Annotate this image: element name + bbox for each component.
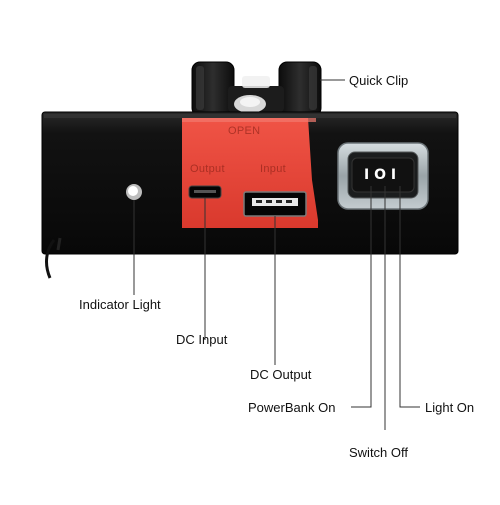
callout-switch-off: Switch Off [349, 445, 409, 460]
callout-dc-input: DC Input [176, 332, 228, 347]
power-cable [45, 239, 56, 279]
micro-usb-port-icon [188, 185, 222, 199]
callout-indicator-light: Indicator Light [79, 297, 161, 312]
tab-input-text: Input [260, 163, 286, 175]
callout-lines [133, 79, 420, 430]
rocker-switch-icon[interactable] [337, 142, 429, 210]
usb-port-icon [243, 191, 307, 217]
switch-symbols: I O I [364, 167, 397, 183]
callout-dc-output: DC Output [250, 367, 312, 382]
callout-powerbank-on: PowerBank On [248, 400, 336, 415]
callout-quick-clip: Quick Clip [349, 73, 409, 88]
tab-output-text: Output [190, 163, 225, 175]
indicator-light-icon [126, 184, 142, 200]
quick-clip [191, 61, 322, 117]
tab-open-text: OPEN [228, 125, 261, 137]
callout-light-on: Light On [425, 400, 475, 415]
